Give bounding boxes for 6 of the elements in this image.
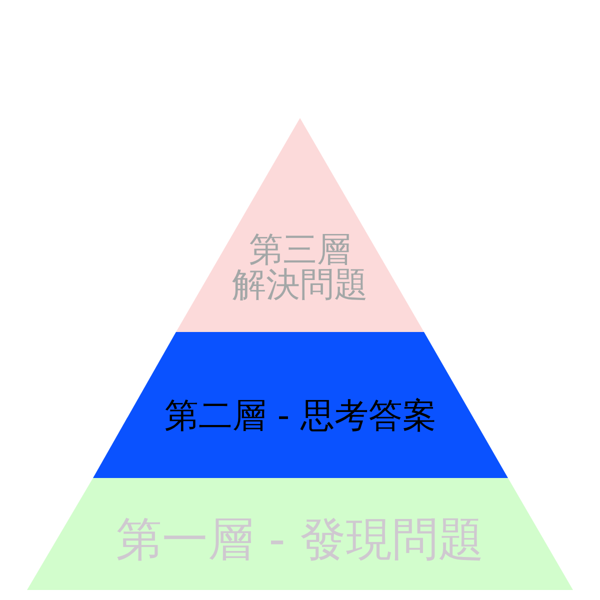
pyramid-tier: [93, 332, 508, 478]
pyramid-tier: [176, 118, 424, 332]
tier-label: 第二層 - 思考答案: [164, 396, 436, 436]
tier-label: 解決問題: [232, 268, 368, 303]
tier-label: 第三層: [249, 233, 351, 268]
pyramid-tier: [27, 478, 573, 590]
